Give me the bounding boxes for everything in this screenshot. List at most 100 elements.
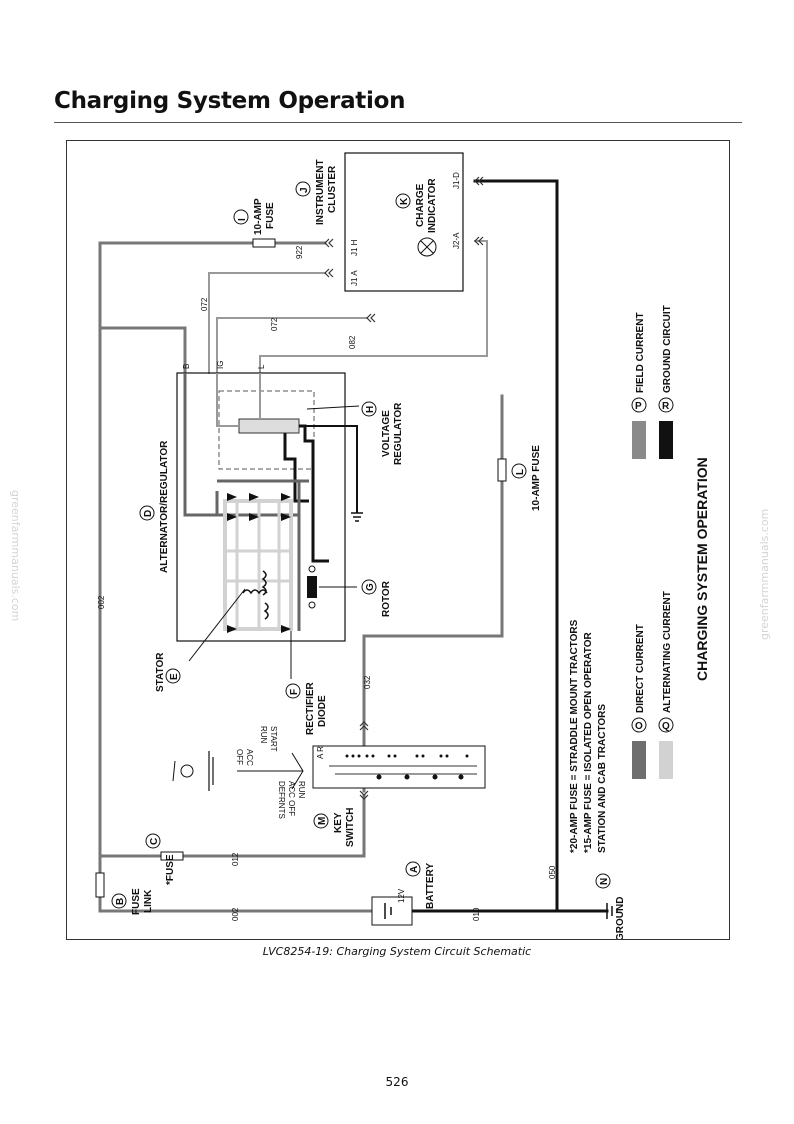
svg-text:FUSE: FUSE [265,202,276,229]
key-position-off: OFF [235,749,244,765]
svg-text:STATOR: STATOR [155,652,166,692]
callout-e: E STATOR [155,652,181,692]
fuse-i [252,238,276,248]
svg-text:CHARGE: CHARGE [415,183,426,227]
svg-text:J: J [299,187,310,193]
svg-text:I: I [237,218,248,221]
note-line-3: STATION AND CAB TRACTORS [597,704,608,853]
key-switch: A R OFF ACC RUN START DEFRNTS ACC OFF RU… [172,726,486,819]
callout-f: F RECTIFIER DIODE [285,681,328,735]
terminal-j1h: J1 H [350,239,359,256]
terminal-j1a: J1 A [350,270,359,286]
alternator-regulator-housing: B IG L [176,361,363,642]
callout-h: H VOLTAGE REGULATOR [361,401,404,465]
wire-label-072-mid: 072 [270,317,279,331]
svg-text:VOLTAGE: VOLTAGE [381,410,392,457]
svg-text:10-AMP FUSE: 10-AMP FUSE [531,445,542,511]
wire-label-002-bottom: 002 [231,907,240,921]
legend-item-alternating-current: Q ALTERNATING CURRENT [658,591,674,779]
key-switch-header: A R [316,746,325,759]
svg-text:P: P [635,401,642,412]
svg-text:REGULATOR: REGULATOR [393,402,404,465]
wire-082 [259,240,488,374]
wire-label-012: 012 [231,852,240,866]
fuse-c [160,851,184,861]
watermark-left: greenfarmmanuals.com [9,490,22,622]
page-title: Charging System Operation [54,88,406,114]
svg-text:BATTERY: BATTERY [425,863,436,909]
key-position-run: RUN [259,726,268,744]
callout-i: I 10-AMP FUSE [233,198,276,235]
watermark-right: greenfarmmanuals.com [758,508,771,640]
svg-text:*FUSE: *FUSE [165,854,176,885]
wire-label-082: 082 [348,335,357,349]
wire-050 [473,179,559,913]
diagram-heading: CHARGING SYSTEM OPERATION [694,457,710,681]
svg-text:B: B [115,898,126,905]
wire-032 [362,394,504,708]
wire-label-922: 922 [295,245,304,259]
wire-label-032: 032 [363,675,372,689]
battery-voltage: 12V [397,888,406,903]
ground-symbol [606,903,618,919]
legend-item-ground-circuit: R GROUND CIRCUIT [658,305,674,459]
svg-text:D: D [143,510,154,517]
svg-text:DIRECT CURRENT: DIRECT CURRENT [635,624,646,713]
wire-label-002-left: 002 [97,595,106,609]
callout-a: A BATTERY [405,861,436,909]
svg-text:KEY: KEY [333,812,344,833]
svg-text:Q: Q [662,721,670,732]
svg-text:K: K [399,197,410,205]
wire-label-010: 010 [472,907,481,921]
svg-text:INSTRUMENT: INSTRUMENT [315,159,326,225]
terminal-b: B [182,364,191,369]
svg-text:N: N [599,878,610,885]
leader-lines [188,405,360,679]
terminal-ig: IG [216,361,225,369]
schematic-figure: 002 922 072 072 082 032 012 002 010 050 … [66,140,730,940]
key-extra-1: DEFRNTS [277,781,286,819]
svg-text:R: R [662,401,670,412]
svg-text:E: E [169,673,180,680]
callout-n: N GROUND [595,873,626,939]
key-position-acc: ACC [245,749,254,766]
fuse-l [497,458,507,482]
fuse-notes: *20-AMP FUSE = STRADDLE MOUNT TRACTORS *… [569,619,608,853]
fuses [95,238,507,898]
svg-text:FUSE: FUSE [131,888,142,915]
svg-text:DIODE: DIODE [317,695,328,727]
wire-label-050: 050 [548,865,557,879]
callout-d: D ALTERNATOR/REGULATOR [139,440,170,573]
svg-text:H: H [365,406,376,413]
svg-text:LINK: LINK [143,889,154,913]
schematic-diagram: 002 922 072 072 082 032 012 002 010 050 … [95,152,710,939]
svg-text:L: L [515,469,526,475]
instrument-cluster: J1-D J2-A J1 A J1 H [344,152,464,292]
svg-text:O: O [635,721,643,732]
wires [98,179,609,913]
svg-text:ROTOR: ROTOR [381,580,392,617]
svg-text:CLUSTER: CLUSTER [327,165,338,213]
svg-text:FIELD CURRENT: FIELD CURRENT [635,312,646,393]
connector-chevrons [324,176,484,800]
wire-012 [98,794,366,858]
callout-j: J INSTRUMENT CLUSTER [295,159,338,225]
svg-text:M: M [317,817,328,825]
callout-g: G ROTOR [361,579,392,617]
battery: 12V [371,888,413,926]
svg-text:C: C [149,838,160,845]
svg-text:G: G [365,583,376,591]
terminal-j1d: J1-D [452,172,461,189]
key-position-start: START [269,726,278,752]
wire-072-top [208,272,326,374]
wire-072-mid [216,317,368,374]
rectifier-diodes [227,493,291,633]
svg-text:A: A [409,866,420,873]
svg-text:F: F [289,689,300,695]
callout-c: C *FUSE [145,833,176,885]
terminal-l: L [257,364,266,369]
callout-l: L 10-AMP FUSE [511,445,542,511]
title-divider [54,122,742,123]
key-extra-3: RUN [297,781,306,799]
legend-item-direct-current: O DIRECT CURRENT [631,624,647,779]
